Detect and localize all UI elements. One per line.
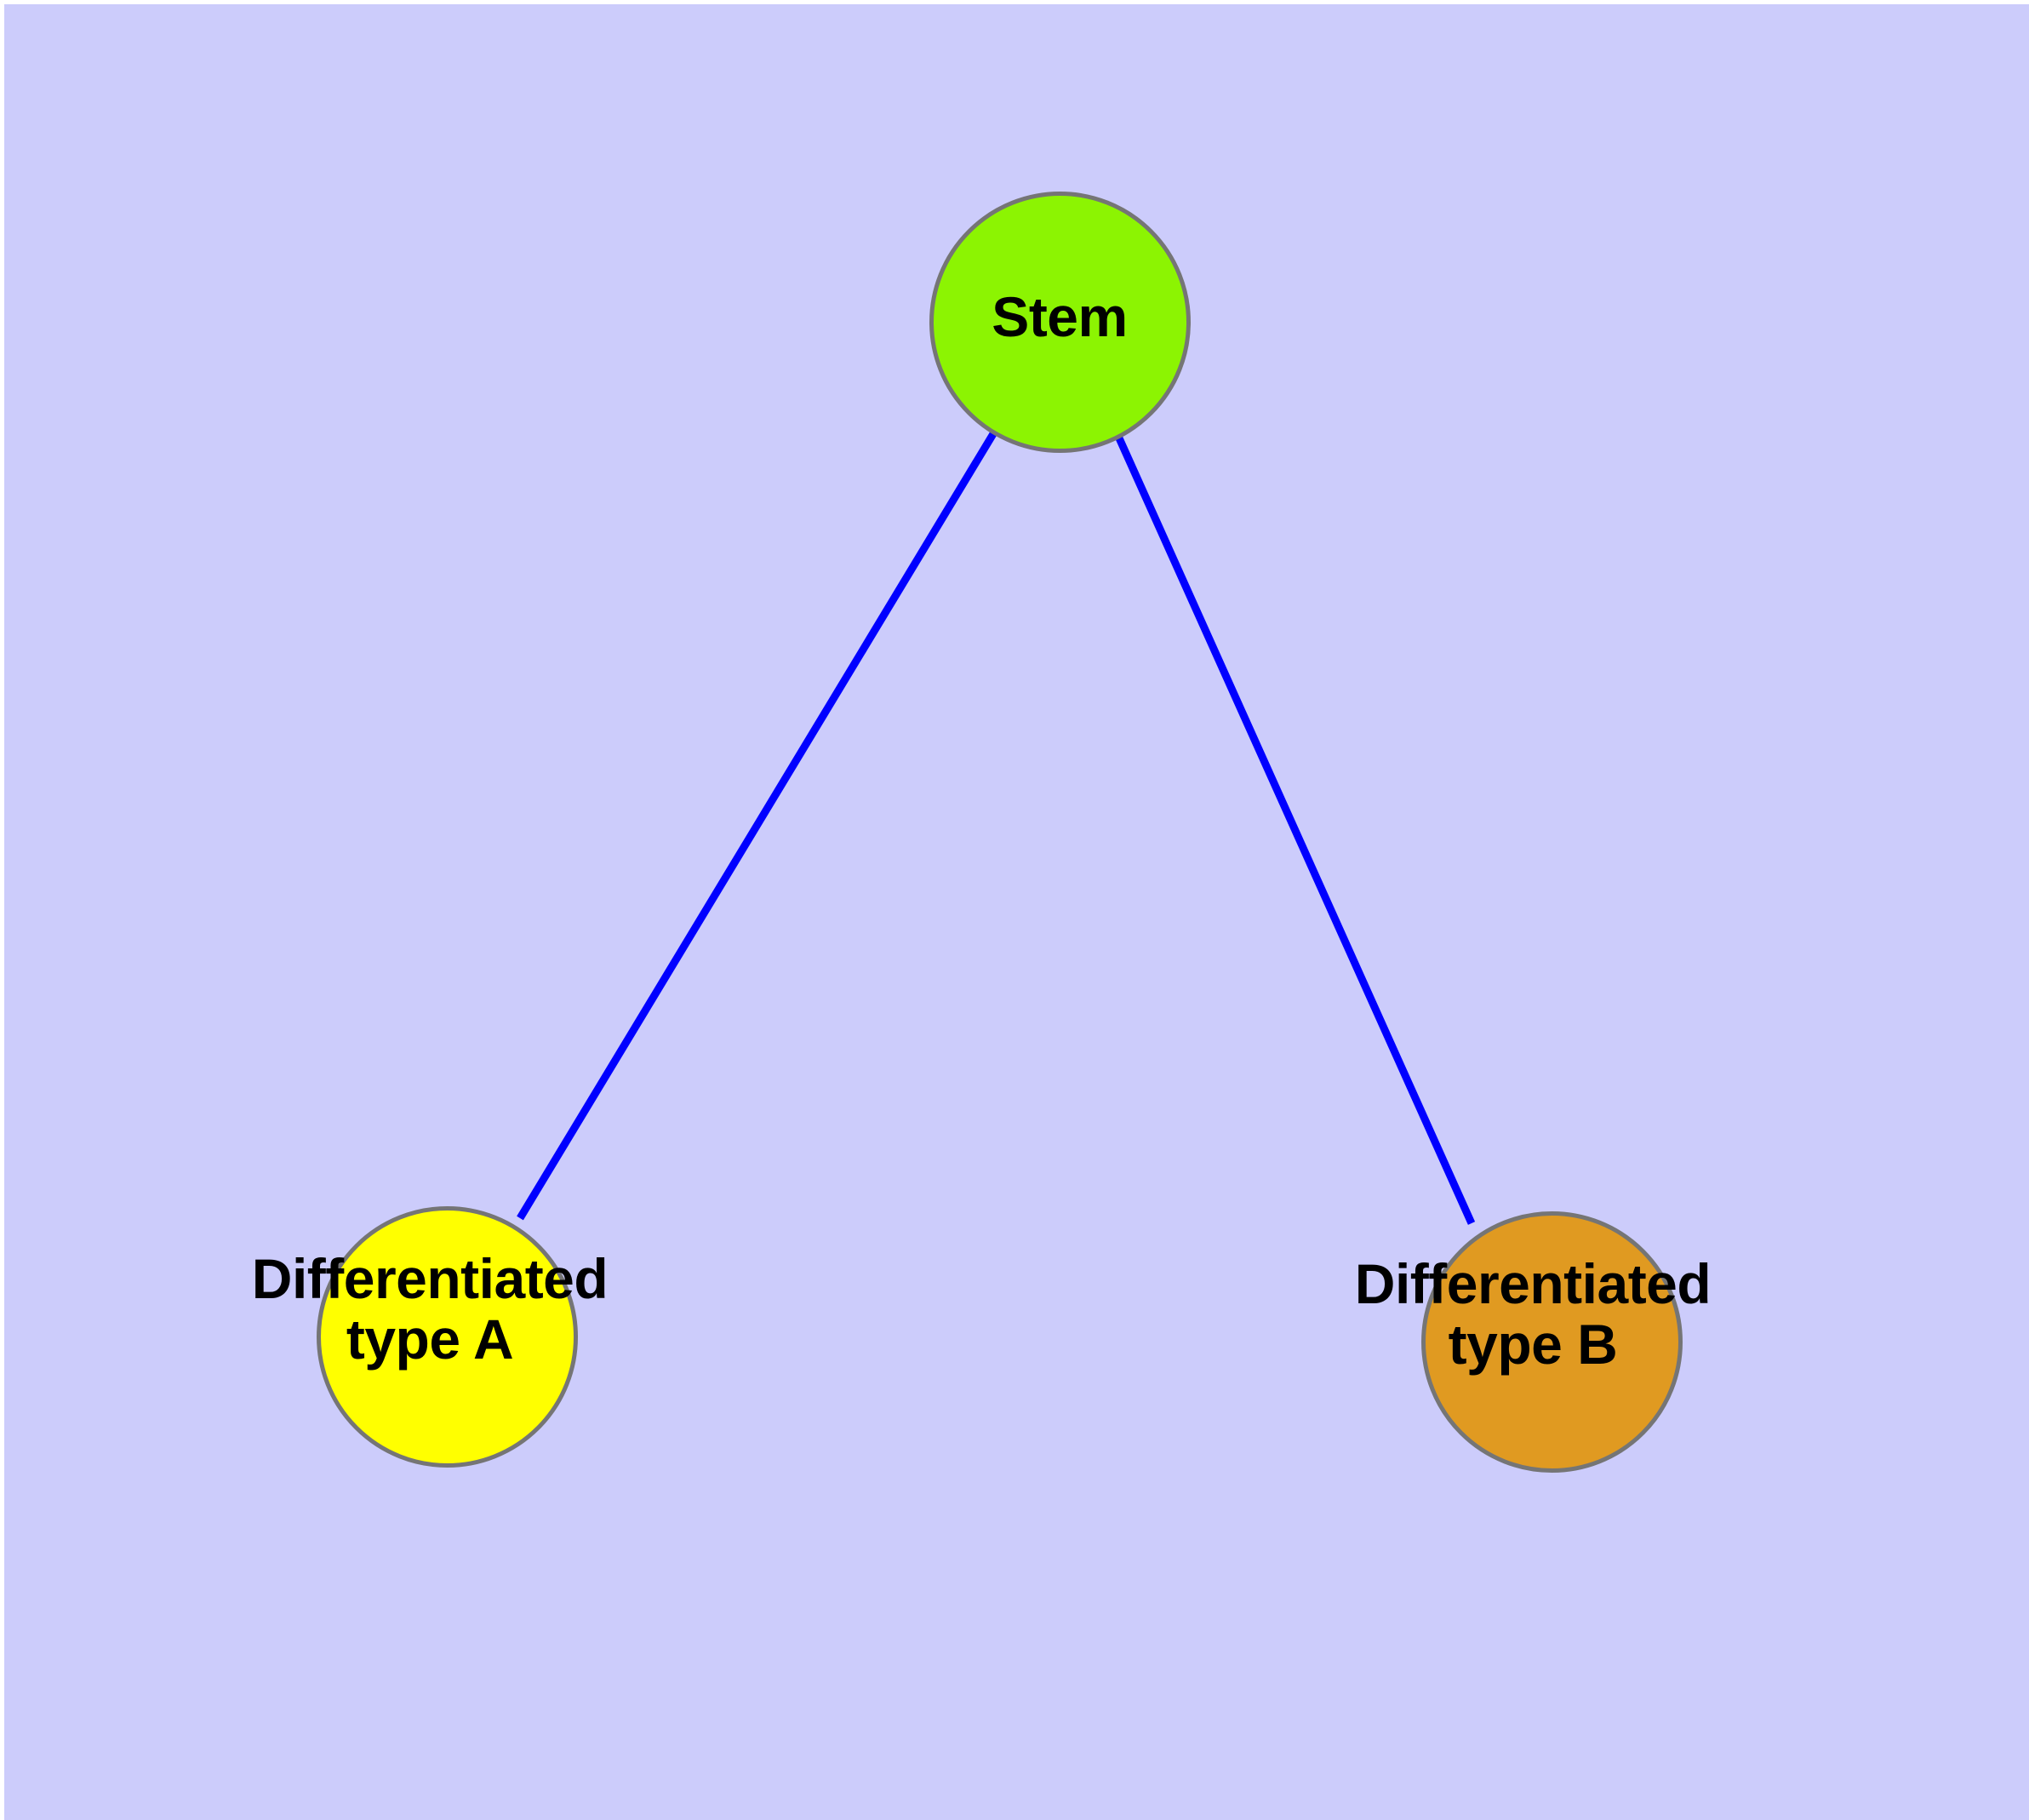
node-stem[interactable] xyxy=(929,192,1191,453)
node-stem-label: Stem xyxy=(992,285,1128,348)
node-differentiated-type-a[interactable] xyxy=(317,1206,578,1468)
edge-stem-to-differentiated-type-a xyxy=(517,430,997,1221)
node-differentiated-type-a-label: Differentiated type A xyxy=(251,1247,609,1371)
node-differentiated-type-b[interactable] xyxy=(1421,1211,1683,1473)
node-differentiated-type-b-label: Differentiated type B xyxy=(1354,1252,1712,1376)
edge-stem-to-differentiated-type-b xyxy=(1112,431,1476,1225)
diagram-plot-area: Stem Differentiated type A Differentiate… xyxy=(4,4,2029,1820)
